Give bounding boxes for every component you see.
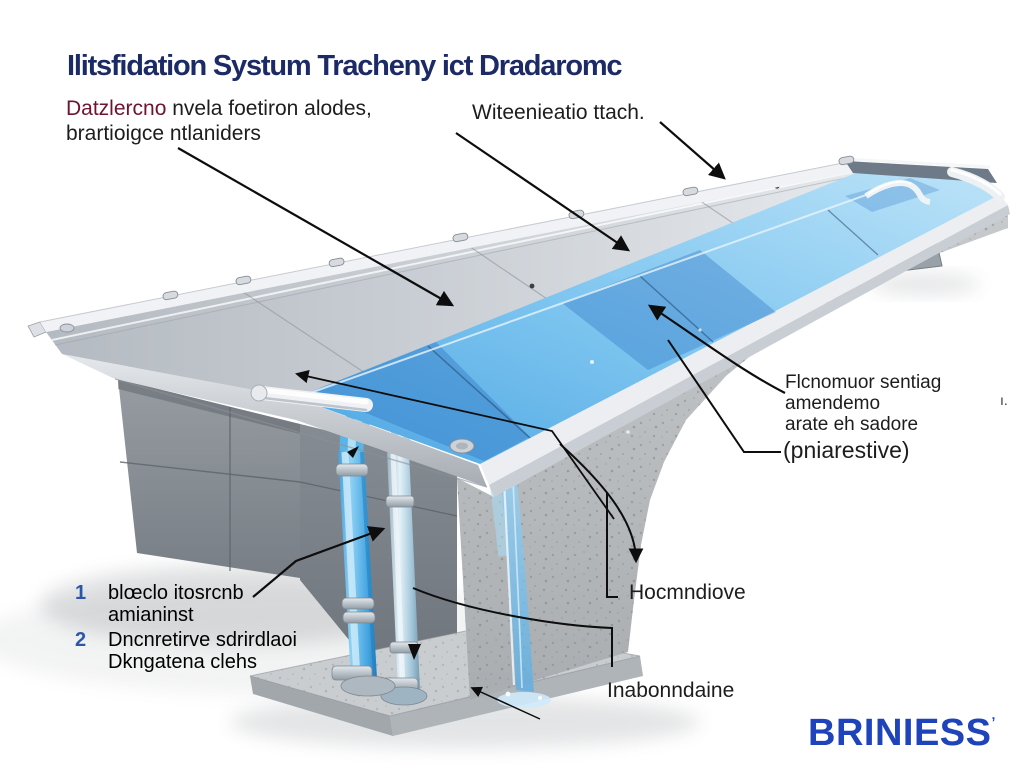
legend-item-2: 2 Dncnretirve sdrirdlaoi Dkngatena clehs: [75, 629, 297, 673]
label-deck-plates-word1: Datzlercno: [66, 97, 167, 120]
leader-right-block: [647, 304, 786, 394]
leader-downpipe-curve: [559, 443, 644, 564]
deck-fascia: [62, 354, 488, 488]
leader-lines: [177, 121, 786, 720]
label-downpipe: Hocmndiove: [629, 581, 746, 604]
brand-logo: BRINIESSʼ: [808, 712, 996, 755]
label-trench: Witeenieatio ttach.: [472, 101, 645, 124]
legend-2-line1: Dncnretirve sdrirdlaoi: [108, 629, 297, 651]
deck-plates: [46, 167, 880, 398]
leader-legend: [252, 526, 386, 598]
leader-downpipe-vert: [606, 492, 618, 598]
leader-deck-mid: [455, 132, 631, 252]
channel-far-end: [844, 157, 1005, 205]
legend-2-line2: Dkngatena clehs: [108, 651, 257, 673]
label-deck-plates-rest: nvela foetiron alodes,: [166, 97, 372, 120]
label-right-line1: Flcnomuor sentiag: [785, 372, 942, 393]
brand-logo-mark: ʼ: [991, 714, 996, 730]
overflow-ridge: [250, 384, 373, 412]
label-deck-plates-line2: brartioigce ntlaniders: [66, 122, 261, 145]
label-deck-plates: Datzlercno nvela foetiron alodes, brarti…: [66, 96, 372, 146]
leader-ridge: [295, 369, 615, 520]
flow-arrow-down-icon: [408, 644, 421, 660]
page-title: Ilitsfidation Systum Tracheny ict Dradar…: [67, 50, 623, 82]
leader-foundation: [412, 587, 613, 667]
stray-mark: ı.: [1000, 392, 1008, 408]
legend-item-1: 1 blœclo itosrcnb amianinst: [75, 582, 297, 626]
brand-logo-text: BRINIESS: [808, 712, 992, 754]
legend-1-line2: amianinst: [108, 604, 194, 626]
leader-note: [667, 339, 781, 453]
label-right-line2: amendemo: [785, 393, 881, 414]
deck-screws: [59, 323, 475, 454]
leader-trench: [659, 121, 726, 180]
label-foundation: Inabonndaine: [607, 679, 735, 702]
legend-num-1: 1: [75, 582, 87, 604]
flow-arrow-up-icon: [347, 446, 359, 458]
pier-front-face: [299, 424, 458, 690]
leader-deck-plates: [177, 147, 455, 307]
legend-num-2: 2: [75, 629, 87, 651]
legend-list: 1 blœclo itosrcnb amianinst 2 Dncnretirv…: [75, 582, 297, 676]
legend-1-line1: blœclo itosrcnb: [108, 582, 244, 604]
label-note: (pniarestive): [783, 437, 910, 463]
label-right-block: Flcnomuor sentiag amendemo arate eh sado…: [785, 372, 941, 435]
leader-base: [470, 686, 541, 720]
label-right-line3: arate eh sadore: [785, 414, 919, 435]
